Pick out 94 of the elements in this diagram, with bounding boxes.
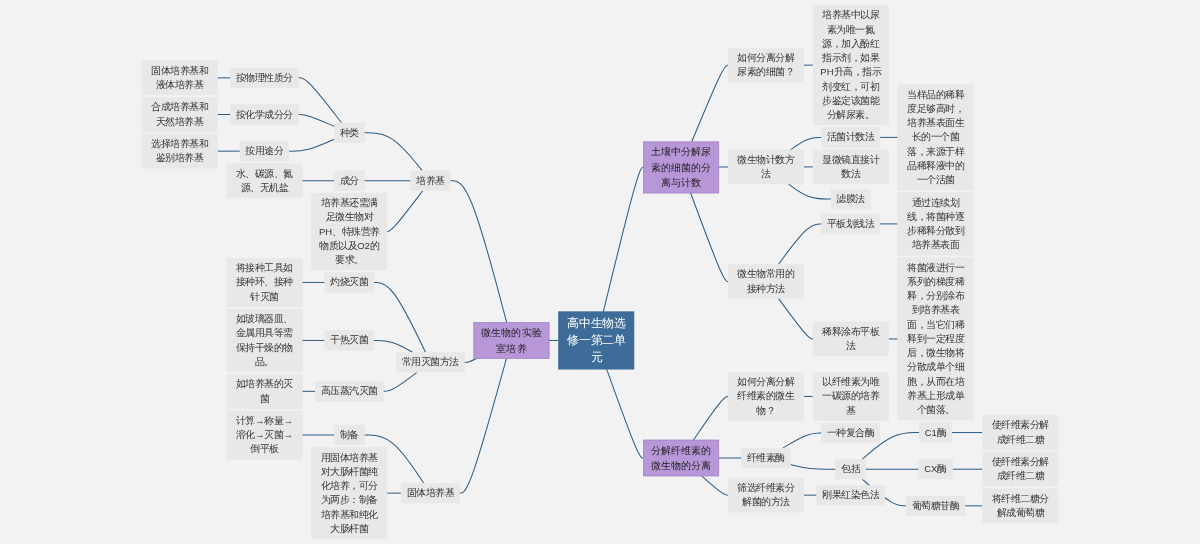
connector: [301, 180, 335, 182]
node-box: 葡萄糖苷酶: [906, 495, 966, 516]
node-box: 当样品的稀释度足够高时，培养基表面生长的一个菌落，来源于样品稀释液中的一个活菌: [897, 84, 974, 191]
connector: [879, 223, 899, 225]
node-box: C1酶: [918, 422, 953, 443]
node-box: 微生物常用的接种方法: [727, 264, 804, 299]
node-box: 合成培养基和天然培养基: [141, 97, 218, 132]
node-box: 培养基还需满足微生物对PH、特殊营养物质以及O2的要求。: [311, 192, 388, 271]
connector: [288, 138, 335, 152]
connector: [297, 114, 335, 127]
connector: [301, 281, 326, 283]
node-box: 如玻璃器皿、金属用具等需保持干燥的物品。: [226, 308, 303, 372]
connector: [789, 136, 823, 151]
node-box: 稀释涂布平板法: [812, 321, 889, 357]
connector: [803, 494, 818, 496]
node-box: 显微镜直接计数法: [812, 149, 889, 185]
connector: [787, 183, 832, 200]
node-box: 常用灭菌方法: [396, 352, 465, 373]
connector: [382, 371, 418, 392]
node-box: 微生物的实验室培养: [473, 322, 550, 359]
connector: [861, 432, 920, 460]
connector: [803, 64, 814, 66]
node-box: 干热灭菌: [324, 330, 375, 351]
node-box: 灼烧灭菌: [324, 272, 375, 293]
connector: [386, 190, 424, 233]
connector: [691, 64, 729, 143]
node-box: 土壤中分解尿素的细菌的分离与计数: [643, 141, 720, 194]
node-box: 活菌计数法: [821, 127, 881, 148]
connector: [216, 150, 241, 152]
node-box: 高中生物选修一第二单元: [558, 311, 635, 370]
node-box: 筛选纤维素分解菌的方法: [727, 477, 804, 513]
connector: [216, 77, 232, 79]
connector: [803, 166, 814, 168]
node-box: 微生物计数方法: [727, 149, 804, 185]
connector: [602, 166, 644, 313]
node-box: 计算→称量→溶化→灭菌→倒平板: [226, 410, 303, 460]
node-box: 固体培养基: [400, 482, 460, 504]
connector: [782, 432, 823, 449]
node-box: 按化学成分分: [230, 104, 299, 125]
connector: [463, 357, 478, 363]
connector: [692, 395, 729, 441]
connector: [301, 339, 326, 341]
node-box: 分解纤维素的微生物的分离: [643, 439, 720, 477]
node-box: 如何分离分解尿素的细菌？: [727, 47, 804, 83]
connector: [216, 114, 232, 115]
connector: [363, 434, 425, 484]
node-box: 固体培养基和液体培养基: [141, 60, 218, 96]
node-box: 成分: [334, 170, 365, 191]
node-box: 将菌液进行一系列的梯度稀释，分别涂布到培养基表面，当它们稀释到一定程度后，微生物将分散成单个细胞，从而在培养基上形成单个菌落。: [897, 257, 974, 421]
node-box: 高压蒸汽灭菌: [315, 381, 384, 402]
node-box: 按物理性质分: [230, 67, 299, 89]
node-box: 包括: [835, 459, 866, 480]
connector: [386, 492, 402, 494]
connector: [701, 475, 729, 496]
node-box: 制备: [334, 424, 365, 446]
connector: [777, 223, 823, 265]
node-box: 刚果红染色法: [816, 484, 885, 506]
node-box: 种类: [334, 122, 365, 143]
node-box: 培养基中以尿素为唯一氮源，加入酚红指示剂，如果PH升高，指示剂变红，可初步鉴定该菌能分解尿素。: [812, 5, 889, 126]
connector: [951, 468, 984, 470]
node-box: 使纤维素分解成纤维二糖: [982, 451, 1059, 487]
node-box: 以纤维素为唯一碳源的培养基: [812, 372, 889, 421]
connector: [373, 281, 427, 353]
connector: [690, 192, 729, 282]
node-box: 纤维素酶: [741, 447, 791, 469]
connector: [887, 338, 899, 340]
connector: [363, 132, 423, 172]
connector: [777, 297, 814, 340]
node-box: 滤膜法: [830, 188, 871, 210]
connector: [297, 77, 343, 124]
node-box: 如培养基的灭菌: [226, 374, 303, 409]
node-box: 用固体培养基对大肠杆菌纯化培养，可分为两步：制备培养基和纯化大肠杆菌: [311, 447, 388, 539]
connector: [951, 432, 984, 434]
connector: [964, 505, 984, 507]
node-box: 一种复合酶: [821, 422, 881, 444]
node-box: CX酶: [918, 459, 953, 480]
connector: [363, 180, 412, 182]
node-box: 选择培养基和鉴别培养基: [141, 133, 218, 169]
node-box: 将纤维二糖分解成葡萄糖: [982, 488, 1059, 524]
node-box: 水、碳源、氮源、无机盐: [226, 163, 303, 198]
node-box: 平板划线法: [821, 213, 881, 235]
connector: [301, 390, 316, 392]
connector: [459, 357, 507, 494]
node-box: 培养基: [410, 170, 451, 191]
node-box: 使纤维素分解成纤维二糖: [982, 415, 1059, 450]
connector: [789, 463, 837, 470]
connector: [449, 180, 508, 323]
node-box: 如何分离分解纤维素的微生物？: [727, 372, 804, 421]
connector: [865, 468, 920, 470]
node-box: 将接种工具如接种环、接种针灭菌: [226, 258, 303, 307]
node-box: 按用途分: [239, 140, 290, 162]
connector: [606, 368, 644, 459]
connector: [373, 339, 414, 353]
node-box: 通过连续划线，将菌种逐步稀释分散到培养基表面: [897, 192, 974, 256]
